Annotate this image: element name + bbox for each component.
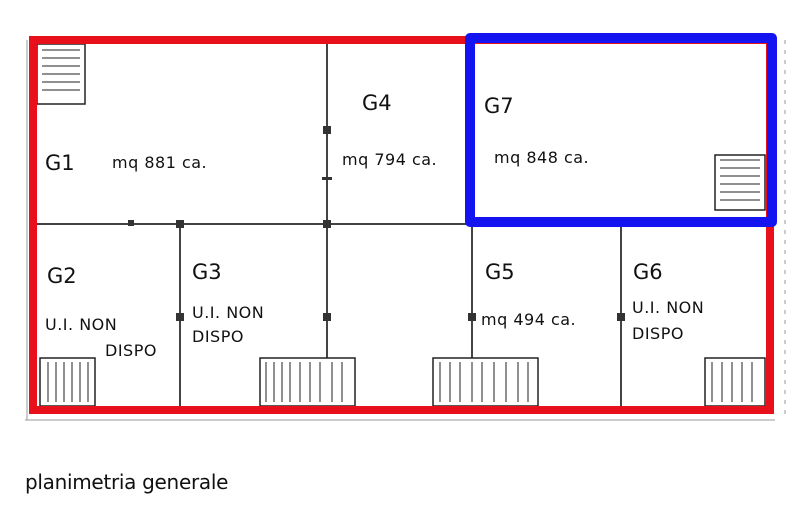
drawing-frame	[25, 40, 786, 421]
unit-label-g4: G4	[362, 91, 392, 115]
plan-caption: planimetria generale	[25, 470, 229, 494]
columns	[128, 126, 625, 321]
unit-status-g6-line2: DISPO	[632, 324, 684, 343]
unit-label-g1: G1	[45, 151, 75, 175]
unit-label-g6: G6	[633, 260, 663, 284]
unit-status-g3-line2: DISPO	[192, 327, 244, 346]
unit-label-g7: G7	[484, 94, 514, 118]
unit-area-g5: mq 494 ca.	[481, 310, 576, 329]
unit-label-g3: G3	[192, 260, 222, 284]
unit-area-g4: mq 794 ca.	[342, 150, 437, 169]
unit-label-g2: G2	[47, 264, 77, 288]
unit-label-g5: G5	[485, 260, 515, 284]
unit-status-g2-line2: DISPO	[105, 341, 157, 360]
unit-status-g6-line1: U.I. NON	[632, 298, 704, 317]
unit-status-g2-line1: U.I. NON	[45, 315, 117, 334]
unit-area-g7: mq 848 ca.	[494, 148, 589, 167]
stair-hatching	[42, 49, 760, 402]
unit-status-g3-line1: U.I. NON	[192, 303, 264, 322]
highlighted-unit-g7[interactable]	[465, 33, 777, 227]
unit-area-g1: mq 881 ca.	[112, 153, 207, 172]
